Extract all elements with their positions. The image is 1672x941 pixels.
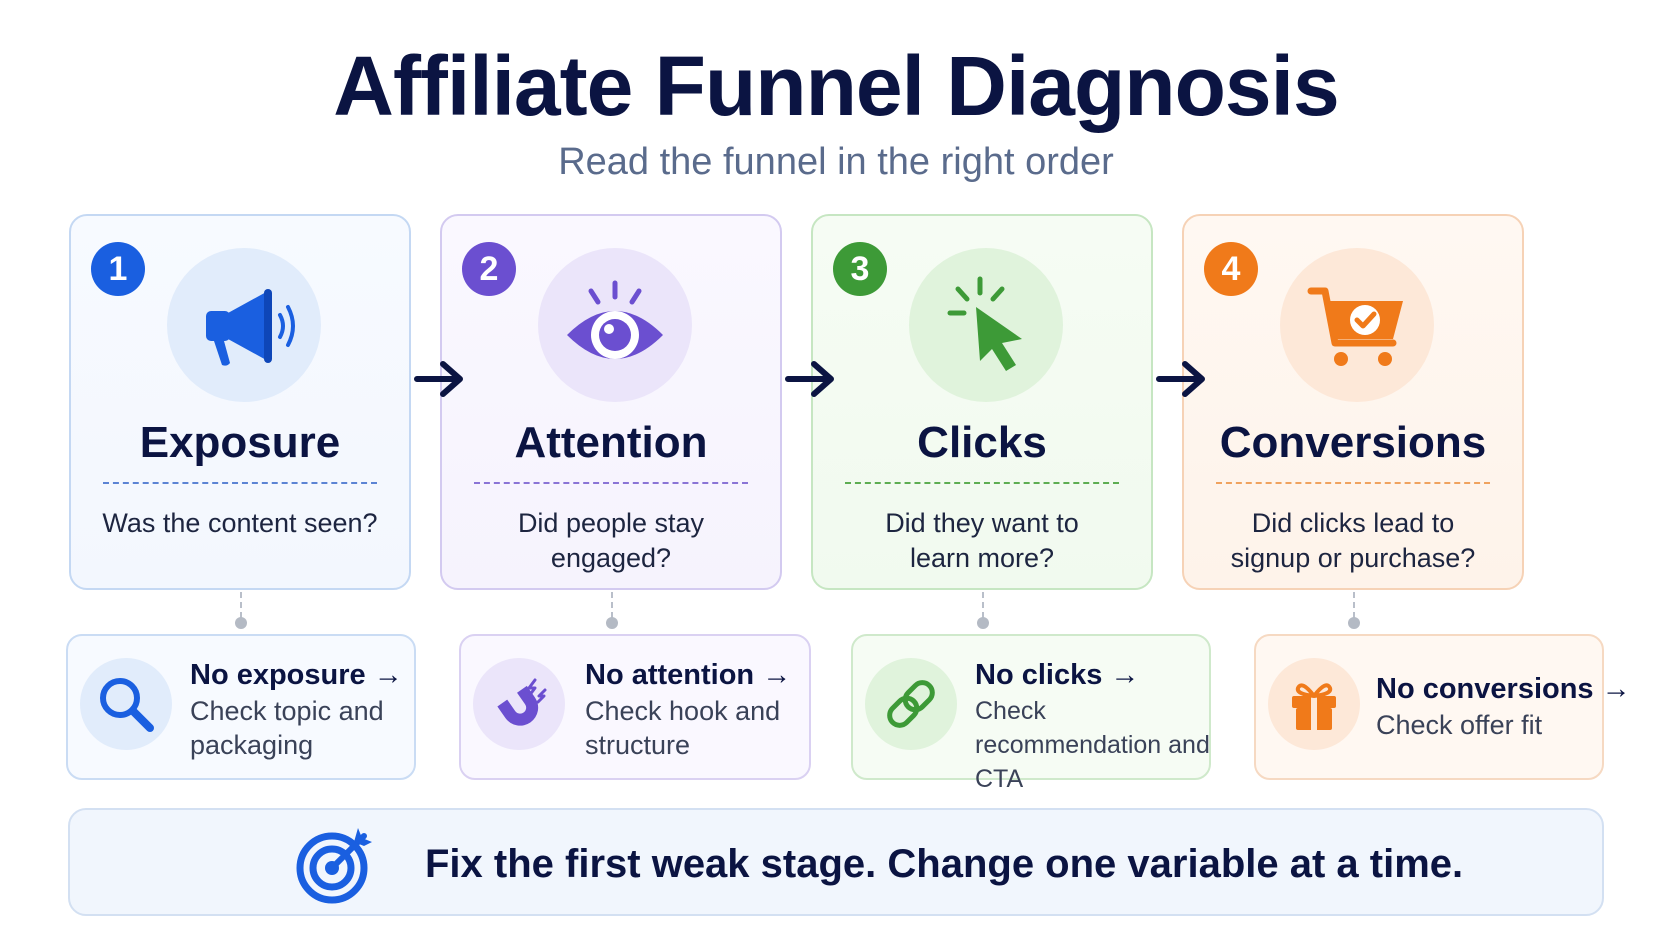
arrow-right-icon	[414, 361, 463, 397]
stage-title: Clicks	[917, 418, 1047, 467]
stage-card-conversions: 4 Conversions Did clicks lead to signup …	[1182, 214, 1524, 590]
fix-action: Check topic and packaging	[190, 696, 384, 760]
stage-number-badge: 2	[462, 242, 516, 296]
stage-question: Was the content seen?	[102, 508, 378, 538]
divider	[103, 482, 377, 484]
fix-headline: No attention →	[585, 659, 792, 691]
stage-title: Exposure	[139, 418, 341, 467]
page-title: Affiliate Funnel Diagnosis	[333, 39, 1339, 133]
cursor-click-icon	[909, 248, 1063, 402]
link-icon	[865, 658, 957, 750]
stage-connector	[1347, 592, 1361, 634]
arrow-right-icon	[1156, 361, 1205, 397]
footer-text: Fix the first weak stage. Change one var…	[425, 842, 1464, 886]
fix-headline: No clicks →	[975, 659, 1140, 691]
stage-question: Did they want to learn more?	[885, 508, 1079, 573]
stage-number-badge: 3	[833, 242, 887, 296]
fix-headline: No exposure →	[190, 659, 403, 691]
eye-icon	[538, 248, 692, 402]
target-icon	[296, 828, 372, 904]
magnifier-icon	[80, 658, 172, 750]
divider	[474, 482, 748, 484]
stage-card-clicks: 3 Clicks Did they want to learn more?	[811, 214, 1153, 590]
stage-number-badge: 4	[1204, 242, 1258, 296]
magnet-icon	[473, 658, 565, 750]
fix-card-attention: No attention → Check hook and structure	[459, 634, 811, 780]
fix-action: Check hook and structure	[585, 696, 781, 760]
fix-card-clicks: No clicks → Check recommendation and CTA	[851, 634, 1211, 793]
stage-question: Did people stay engaged?	[517, 508, 705, 573]
stage-card-exposure: 1 Exposure Was the content seen?	[69, 214, 411, 590]
arrow-right-icon	[785, 361, 834, 397]
fix-card-exposure: No exposure → Check topic and packaging	[66, 634, 416, 780]
fix-card-conversions: No conversions → Check offer fit	[1254, 634, 1631, 780]
stage-number-badge: 1	[91, 242, 145, 296]
gift-icon	[1268, 658, 1360, 750]
fix-action: Check offer fit	[1376, 710, 1543, 740]
stage-connector	[976, 592, 990, 634]
divider	[845, 482, 1119, 484]
stage-title: Attention	[514, 418, 708, 467]
stage-card-attention: 2 Attention Did people stay engaged?	[440, 214, 782, 590]
fix-headline: No conversions →	[1376, 673, 1631, 705]
shopping-cart-check-icon	[1280, 248, 1434, 402]
stage-title: Conversions	[1219, 418, 1487, 467]
footer-banner: Fix the first weak stage. Change one var…	[68, 808, 1604, 916]
stage-connector	[234, 592, 248, 634]
stage-connector	[605, 592, 619, 634]
fix-action: Check recommendation and CTA	[975, 697, 1210, 793]
stage-question: Did clicks lead to signup or purchase?	[1230, 508, 1476, 573]
page-subtitle: Read the funnel in the right order	[558, 141, 1114, 183]
megaphone-icon	[167, 248, 321, 402]
divider	[1216, 482, 1490, 484]
